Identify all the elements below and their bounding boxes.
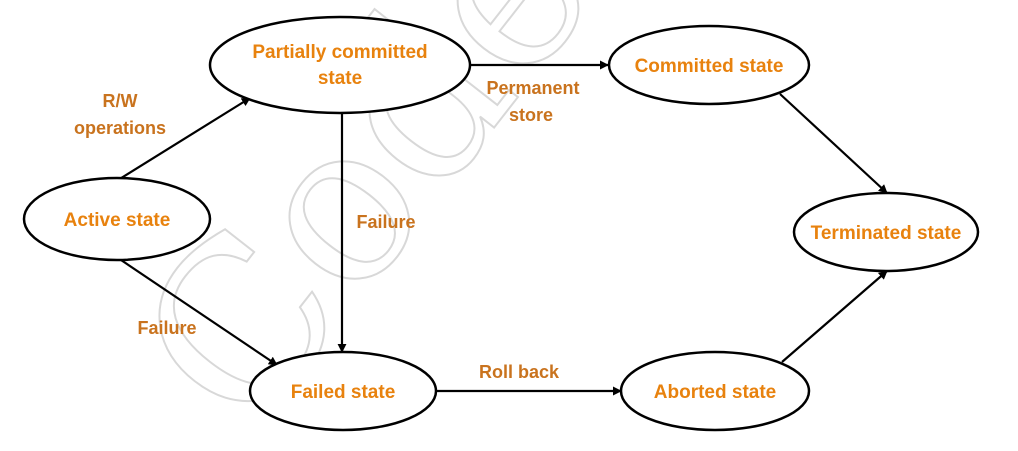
label-permanent-store-line2: store — [509, 105, 553, 125]
state-aborted-outline — [619, 350, 811, 432]
state-terminated-outline — [792, 191, 980, 273]
edge-active-to-failed — [117, 257, 278, 366]
state-failed-label: Failed state — [291, 382, 396, 403]
edge-committed-to-terminated — [779, 93, 888, 194]
state-active-outline — [22, 176, 212, 262]
state-partially-committed-label-line1: Partially committed — [252, 42, 427, 63]
state-committed-outline — [607, 24, 811, 106]
state-aborted: Aborted state — [619, 350, 811, 432]
label-roll-back: Roll back — [479, 362, 560, 382]
label-rw-operations-line1: R/W — [103, 91, 138, 111]
state-aborted-label: Aborted state — [654, 382, 776, 403]
state-failed-outline — [248, 350, 438, 432]
label-rw-operations-line2: operations — [74, 118, 166, 138]
state-committed-label: Committed state — [635, 56, 784, 77]
state-terminated-label: Terminated state — [811, 223, 962, 244]
state-partially-committed-outline — [208, 15, 472, 115]
state-committed: Committed state — [607, 24, 811, 106]
edge-active-to-partially-committed — [117, 97, 251, 181]
edge-aborted-to-terminated — [781, 270, 888, 363]
state-partially-committed-label-line2: state — [318, 68, 362, 89]
state-failed: Failed state — [248, 350, 438, 432]
state-terminated: Terminated state — [792, 191, 980, 273]
state-active-label: Active state — [64, 210, 171, 231]
label-permanent-store-line1: Permanent — [486, 78, 579, 98]
state-partially-committed: Partially committed state — [208, 15, 472, 115]
state-active: Active state — [22, 176, 212, 262]
label-failure-partial: Failure — [356, 212, 415, 232]
label-failure-active: Failure — [137, 318, 196, 338]
